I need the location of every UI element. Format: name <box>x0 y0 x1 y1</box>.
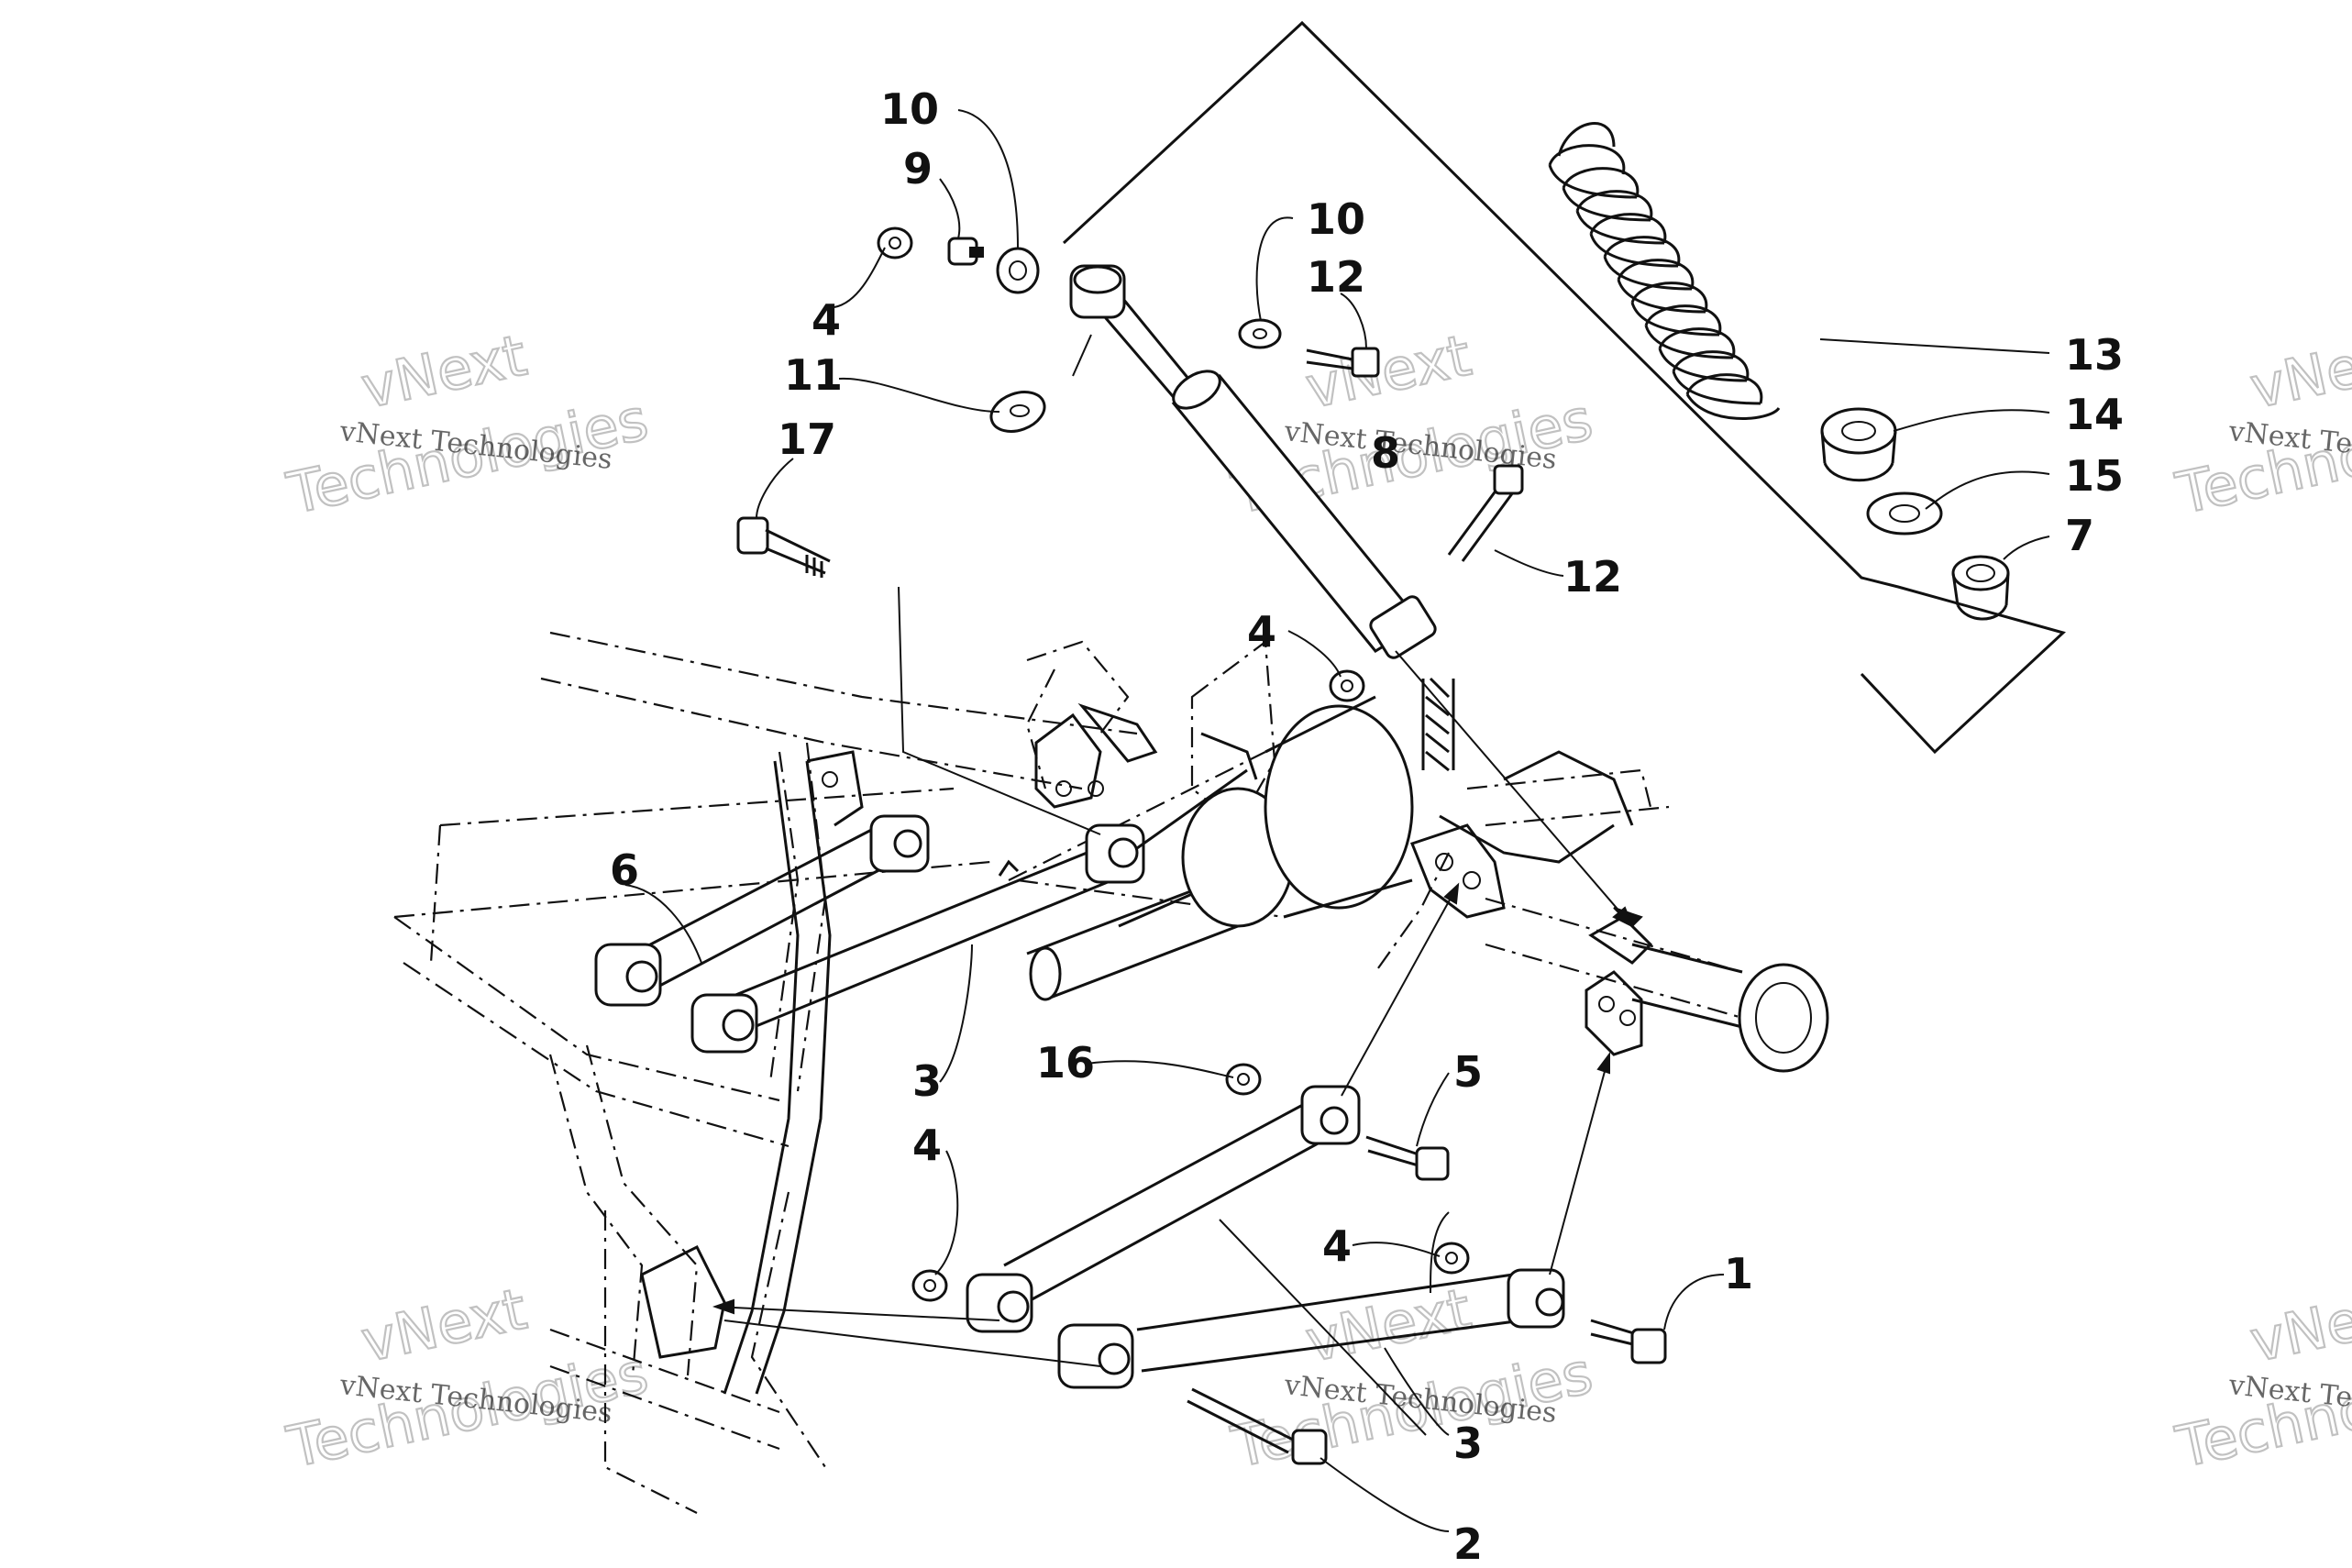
callout-17: 17 <box>778 414 836 464</box>
callout-9: 9 <box>903 144 933 193</box>
callout-4-lower-left: 4 <box>912 1121 942 1170</box>
bolt-12-mid <box>1447 464 1524 562</box>
callout-leaders <box>624 109 2050 1532</box>
watermark-bottom-right: vNext Technologies vNext Technologies <box>2170 1275 2352 1482</box>
nut-16 <box>1225 1063 1262 1096</box>
nut-4-lower-right <box>1433 1242 1470 1275</box>
assembly-lines <box>712 334 1634 1367</box>
callout-14: 14 <box>2065 390 2124 439</box>
callout-11: 11 <box>784 350 843 400</box>
bolt-1 <box>1590 1319 1667 1364</box>
watermark-big-line1: vNext <box>2245 322 2352 422</box>
callout-8: 8 <box>1371 428 1400 478</box>
axle-bracket-lower <box>1585 907 1653 1056</box>
callout-13: 13 <box>2065 330 2124 380</box>
bolt-2 <box>1187 1387 1328 1465</box>
frame-side-rail <box>640 750 864 1395</box>
callout-4-lower-right: 4 <box>1322 1221 1352 1271</box>
watermark-top-left: vNext Technologies vNext Technologies <box>281 321 655 528</box>
callout-16: 16 <box>1036 1038 1095 1088</box>
nut-4-top <box>877 226 913 259</box>
watermark-big-line1: vNext <box>1300 322 1476 422</box>
callout-10-right: 10 <box>1307 194 1365 244</box>
callout-12-top: 12 <box>1307 252 1365 302</box>
callout-4-top: 4 <box>812 295 841 345</box>
bolt-17 <box>736 516 831 578</box>
callout-5: 5 <box>1453 1047 1483 1097</box>
watermark-big-line1: vNext <box>2245 1275 2352 1375</box>
callout-3-upper: 3 <box>912 1056 942 1106</box>
nut-4-lower-left <box>911 1269 948 1302</box>
watermark-top-right: vNext Technologies vNext Technologies <box>2170 321 2352 528</box>
bolt-12-top <box>1306 347 1380 378</box>
chassis-frame-phantom <box>393 631 1670 1514</box>
nut-4-mid <box>1329 669 1365 702</box>
spring-washer-15 <box>1866 491 1943 536</box>
callout-12-mid: 12 <box>1563 552 1622 602</box>
coil-spring-13 <box>1548 122 1781 420</box>
shock-absorber-8 <box>1069 264 1437 659</box>
callout-2: 2 <box>1453 1519 1483 1568</box>
callout-10-left: 10 <box>880 84 939 134</box>
rear-bracket-set <box>1026 640 1258 809</box>
spring-assembly-bracket-outline <box>1062 20 2066 755</box>
lower-arm-1 <box>1057 1268 1565 1389</box>
callout-1: 1 <box>1724 1249 1753 1298</box>
spring-bushing-7 <box>1951 555 2010 621</box>
callout-3-lower: 3 <box>1453 1419 1483 1468</box>
callout-15: 15 <box>2065 451 2124 501</box>
pin-9 <box>947 237 984 266</box>
washer-11 <box>989 391 1046 433</box>
watermark-big-line1: vNext <box>356 322 532 422</box>
bolt-5 <box>1365 1135 1450 1181</box>
lower-arm-3 <box>966 1085 1361 1333</box>
washer-10-top-right <box>1238 318 1282 349</box>
callout-6: 6 <box>610 845 639 895</box>
drive-axle-housing <box>1026 695 1829 1073</box>
washer-10-top-left <box>996 247 1040 294</box>
callout-4-mid: 4 <box>1247 607 1276 657</box>
upper-torque-arm-6 <box>594 814 930 1007</box>
callout-labels: 1 2 3 3 4 4 4 4 5 6 7 8 9 10 10 11 12 12… <box>610 84 2124 1568</box>
axle-bracket-upper <box>1410 823 1506 919</box>
spring-collar-14 <box>1820 407 1897 482</box>
callout-7: 7 <box>2065 511 2094 560</box>
watermark-bottom-left: vNext Technologies vNext Technologies <box>281 1275 655 1482</box>
watermark-big-line1: vNext <box>1300 1275 1476 1375</box>
center-small-spring <box>1421 677 1455 772</box>
watermark-big-line1: vNext <box>356 1275 532 1375</box>
upper-torque-arm-3 <box>690 768 1248 1054</box>
